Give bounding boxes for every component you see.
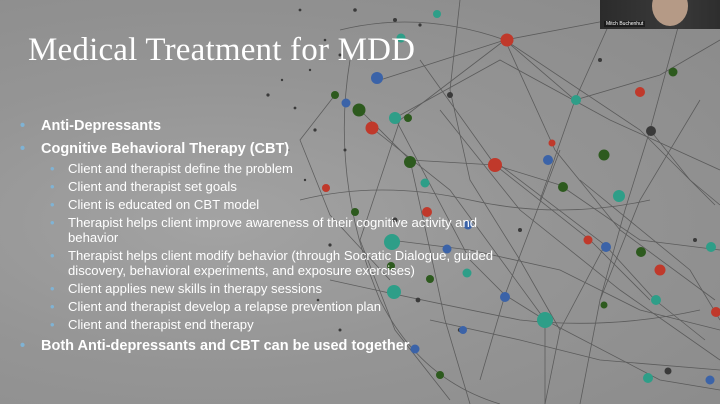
bullet-item: • Cognitive Behavioral Therapy (CBT): [20, 140, 540, 158]
bullet-marker: •: [20, 118, 26, 134]
bullet-list: • Anti-Depressants • Cognitive Behaviora…: [20, 117, 540, 360]
sub-bullet-marker: •: [50, 281, 55, 296]
sub-bullet-text: Client and therapist set goals: [68, 179, 237, 194]
sub-bullet-text: Client and therapist develop a relapse p…: [68, 299, 382, 314]
sub-bullet-item: • Therapist helps client improve awarene…: [20, 215, 528, 245]
bullet-text: Cognitive Behavioral Therapy (CBT): [41, 141, 290, 157]
sub-bullet-text: Therapist helps client improve awareness…: [68, 215, 478, 245]
participant-name-label: Mitch Buchenhut: [604, 21, 646, 27]
sub-bullet-marker: •: [50, 179, 55, 194]
sub-bullet-marker: •: [50, 197, 55, 212]
sub-bullet-item: • Client and therapist end therapy: [20, 317, 528, 332]
sub-bullet-text: Client applies new skills in therapy ses…: [68, 281, 322, 296]
sub-bullet-item: • Client and therapist develop a relapse…: [20, 299, 528, 314]
sub-bullet-item: • Client and therapist set goals: [20, 179, 528, 194]
sub-bullet-item: • Therapist helps client modify behavior…: [20, 248, 528, 278]
sub-bullet-marker: •: [50, 299, 55, 314]
sub-bullet-marker: •: [50, 248, 55, 263]
sub-bullet-marker: •: [50, 215, 55, 230]
bullet-marker: •: [20, 338, 26, 354]
bullet-item: • Both Anti-depressants and CBT can be u…: [20, 337, 540, 355]
participant-avatar: [652, 0, 688, 26]
bullet-text: Both Anti-depressants and CBT can be use…: [41, 338, 410, 354]
sub-bullet-text: Client is educated on CBT model: [68, 197, 260, 212]
sub-bullet-list: • Client and therapist define the proble…: [20, 161, 540, 332]
sub-bullet-text: Client and therapist end therapy: [68, 317, 254, 332]
sub-bullet-text: Client and therapist define the problem: [68, 161, 293, 176]
sub-bullet-text: Therapist helps client modify behavior (…: [68, 248, 494, 278]
sub-bullet-marker: •: [50, 317, 55, 332]
participant-video-thumbnail[interactable]: Mitch Buchenhut: [600, 0, 720, 29]
slide-title: Medical Treatment for MDD: [28, 32, 416, 68]
sub-bullet-item: • Client and therapist define the proble…: [20, 161, 528, 176]
sub-bullet-marker: •: [50, 161, 55, 176]
sub-bullet-item: • Client applies new skills in therapy s…: [20, 281, 528, 296]
sub-bullet-item: • Client is educated on CBT model: [20, 197, 528, 212]
bullet-item: • Anti-Depressants: [20, 117, 540, 135]
bullet-marker: •: [20, 141, 26, 157]
bullet-text: Anti-Depressants: [41, 118, 162, 134]
